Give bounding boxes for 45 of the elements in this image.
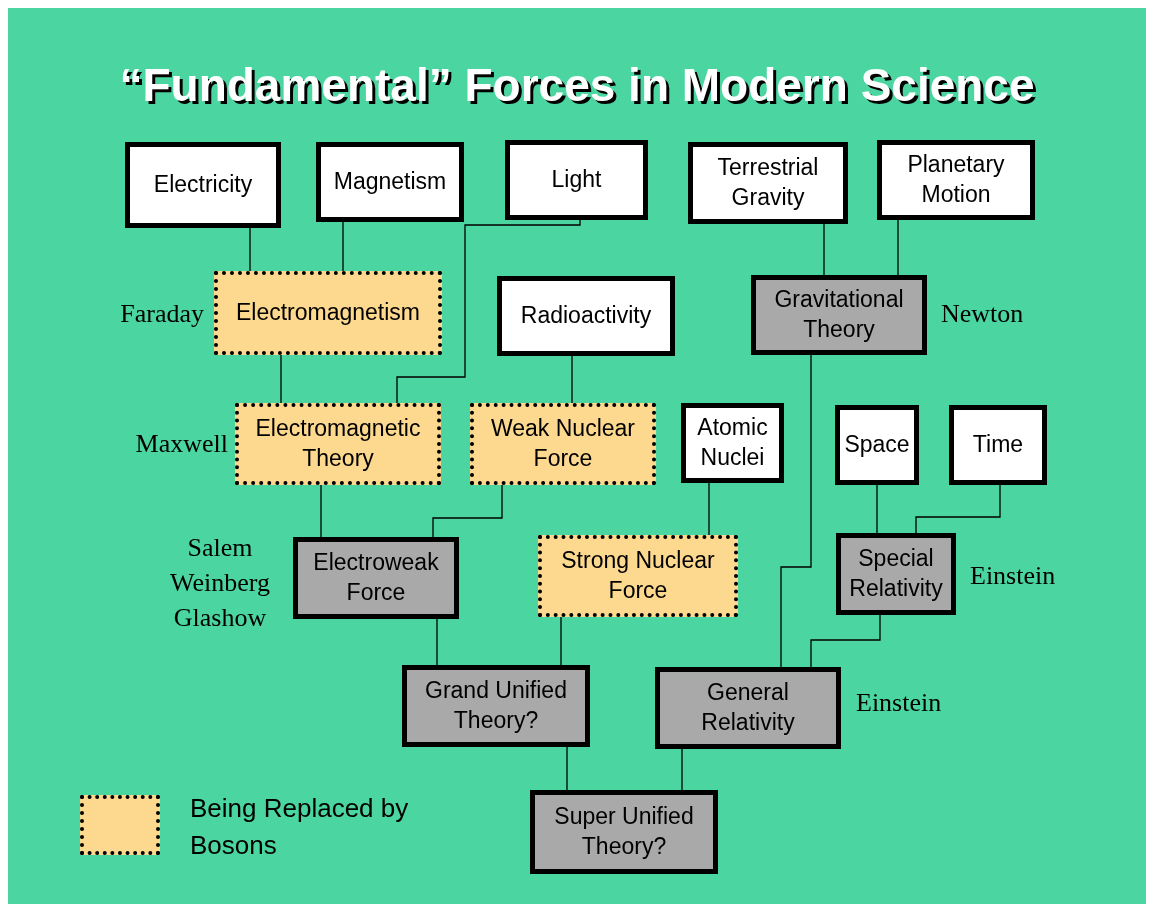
connector-line xyxy=(436,618,438,666)
connector-line xyxy=(823,223,825,276)
scientist-name: Einstein xyxy=(856,687,943,719)
concept-box: Planetary Motion xyxy=(877,140,1035,220)
concept-box: Special Relativity xyxy=(836,533,956,615)
connector-line xyxy=(897,219,899,276)
dotted-box: Electromagnetism xyxy=(214,271,442,355)
connector-line xyxy=(681,748,683,791)
connector-line xyxy=(566,746,568,791)
concept-box: General Relativity xyxy=(655,667,841,749)
concept-box: Electroweak Force xyxy=(293,537,459,619)
concept-box: Space xyxy=(835,405,919,485)
legend-label: Being Replaced by Bosons xyxy=(190,792,410,862)
connector-line xyxy=(876,484,878,534)
connector-line xyxy=(708,482,710,536)
connector-line xyxy=(249,227,251,272)
scientist-name: Newton xyxy=(941,298,1025,330)
scientist-name: Salem Weinberg Glashow xyxy=(169,532,271,634)
connector-line xyxy=(810,614,881,668)
dotted-box: Strong Nuclear Force xyxy=(538,535,738,617)
concept-box: Super Unified Theory? xyxy=(530,790,718,874)
dotted-box: Electromagnetic Theory xyxy=(235,403,441,485)
concept-box: Magnetism xyxy=(316,142,464,222)
connector-line xyxy=(280,354,282,404)
concept-box: Grand Unified Theory? xyxy=(402,665,590,747)
connector-line xyxy=(780,354,812,668)
scientist-name: Faraday xyxy=(119,298,204,330)
concept-box: Time xyxy=(949,405,1047,485)
connector-line xyxy=(571,355,573,404)
connector-line xyxy=(320,484,322,538)
title: “Fundamental” Forces in Modern Science xyxy=(118,58,1036,112)
concept-box: Light xyxy=(505,140,648,220)
connector-line xyxy=(396,219,581,404)
concept-box: Atomic Nuclei xyxy=(681,403,784,483)
concept-box: Gravitational Theory xyxy=(751,275,927,355)
concept-box: Radioactivity xyxy=(497,276,675,356)
connector-line xyxy=(915,484,1001,534)
concept-box: Electricity xyxy=(125,142,281,228)
connector-line xyxy=(342,221,344,272)
dotted-box: Weak Nuclear Force xyxy=(470,403,656,485)
scientist-name: Einstein xyxy=(970,560,1057,592)
concept-box: Terrestrial Gravity xyxy=(688,142,848,224)
connector-line xyxy=(432,484,503,538)
connector-line xyxy=(560,616,562,666)
scientist-name: Maxwell xyxy=(134,428,228,460)
